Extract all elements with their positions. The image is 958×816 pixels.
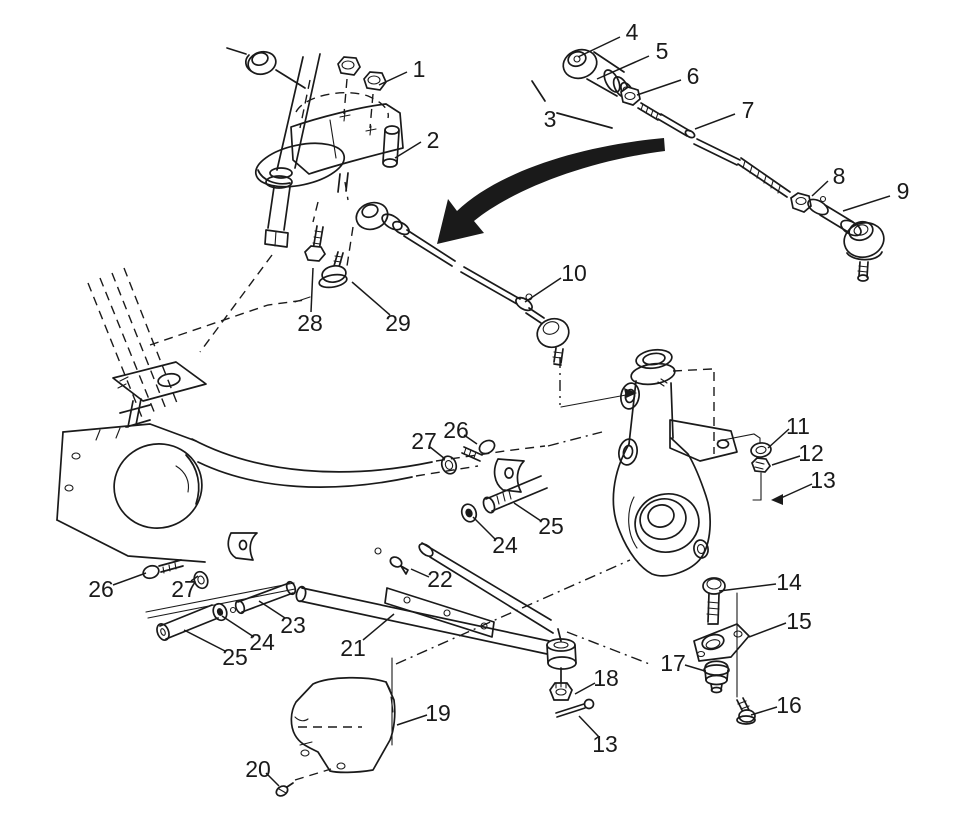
- callout-layer: 1234567891011121314151617181319202122232…: [88, 19, 910, 787]
- leader-27a: [429, 446, 446, 460]
- callout-20: 20: [245, 756, 271, 782]
- leader-25b: [183, 629, 226, 652]
- callout-2: 2: [427, 127, 440, 153]
- steering-rod-end-upper-left: [226, 47, 306, 89]
- callout-18: 18: [593, 665, 619, 691]
- washer-11: [750, 442, 772, 458]
- lower-pivot-hardware: [142, 532, 297, 641]
- leader-2: [394, 141, 422, 159]
- callout-25a: 25: [538, 513, 564, 539]
- construction-lines: [294, 559, 631, 781]
- screw-20: [275, 782, 294, 797]
- cotter-pin-13: [555, 698, 595, 718]
- leader-6: [636, 79, 682, 96]
- ball-joint-axis-line: [566, 631, 653, 666]
- leader-24b: [221, 615, 255, 638]
- callout-28: 28: [297, 310, 323, 336]
- callout-10: 10: [561, 260, 587, 286]
- steering-mount-block: [254, 92, 404, 267]
- callout-17: 17: [660, 650, 686, 676]
- callout-27b: 27: [171, 576, 197, 602]
- leader-13b: [578, 715, 600, 738]
- leader-19: [396, 714, 428, 726]
- leader-12: [771, 455, 801, 466]
- tie-rod-10: [355, 201, 570, 366]
- callout-13a: 13: [810, 467, 836, 493]
- callout-16: 16: [776, 692, 802, 718]
- leader-5: [596, 55, 650, 80]
- callout-8: 8: [833, 163, 846, 189]
- leader-15: [748, 622, 787, 638]
- leader-29: [351, 281, 391, 316]
- callout-13b: 13: [592, 731, 618, 757]
- steering-knuckle: [612, 348, 761, 577]
- callout-24b: 24: [249, 629, 275, 655]
- leader-23: [258, 600, 286, 619]
- upper-pivot-hardware: [440, 439, 548, 523]
- callout-4: 4: [626, 19, 639, 45]
- plate-15: [693, 623, 750, 662]
- callout-29: 29: [385, 310, 411, 336]
- guard-shield-19: [290, 676, 396, 774]
- direction-arrow: [437, 138, 665, 244]
- ball-joint-cap-17: [703, 660, 730, 694]
- leader-27b: [190, 575, 199, 582]
- callout-21: 21: [340, 635, 366, 661]
- callout-6: 6: [687, 63, 700, 89]
- leader-11: [767, 428, 790, 449]
- callout-11: 11: [786, 413, 810, 439]
- projection-lines-tie-rod: [559, 357, 715, 454]
- leader-22: [410, 568, 430, 578]
- callout-15: 15: [786, 608, 812, 634]
- leader-8: [811, 180, 829, 197]
- leader-1: [378, 71, 408, 86]
- nut-12: [751, 457, 772, 501]
- callout-24a: 24: [492, 532, 518, 558]
- leader-24a: [472, 516, 497, 541]
- callout-14: 14: [776, 569, 802, 595]
- leader-26a: [463, 434, 478, 445]
- leader-4: [577, 36, 621, 58]
- callout-3: 3: [544, 106, 557, 132]
- leader-13a: [780, 483, 813, 499]
- flange-nuts-1: [337, 56, 387, 136]
- leader-14: [718, 583, 777, 592]
- leader-25a: [513, 502, 542, 522]
- callout-1: 1: [413, 56, 426, 82]
- leader-20: [265, 772, 280, 787]
- bolt-16: [736, 697, 756, 725]
- leader-28: [310, 267, 314, 313]
- leader-18: [574, 682, 596, 695]
- callout-26a: 26: [443, 417, 469, 443]
- tie-rod-assembly: [531, 48, 885, 282]
- leader-arrowhead-13a: [771, 494, 783, 505]
- leader-7: [694, 113, 736, 130]
- leader-17: [684, 664, 706, 672]
- a-arm: [145, 542, 577, 686]
- callout-5: 5: [656, 38, 669, 64]
- callout-27a: 27: [411, 428, 437, 454]
- leader-26b: [112, 572, 147, 586]
- callout-22: 22: [427, 566, 453, 592]
- bolt-28: [304, 225, 327, 262]
- callout-23: 23: [280, 612, 306, 638]
- bolt-29: [318, 251, 348, 289]
- callout-9: 9: [897, 178, 910, 204]
- frame-phantom: [56, 267, 603, 563]
- callout-25b: 25: [222, 644, 248, 670]
- leader-9: [842, 195, 891, 212]
- callout-26b: 26: [88, 576, 114, 602]
- callout-12: 12: [798, 440, 824, 466]
- leader-21: [362, 613, 395, 641]
- callout-19: 19: [425, 700, 451, 726]
- callout-7: 7: [742, 97, 755, 123]
- leader-16: [750, 706, 778, 716]
- bolt-14: [702, 577, 738, 698]
- castle-nut-18: [549, 681, 573, 701]
- steering-post: [199, 53, 321, 353]
- leader-10: [524, 277, 562, 303]
